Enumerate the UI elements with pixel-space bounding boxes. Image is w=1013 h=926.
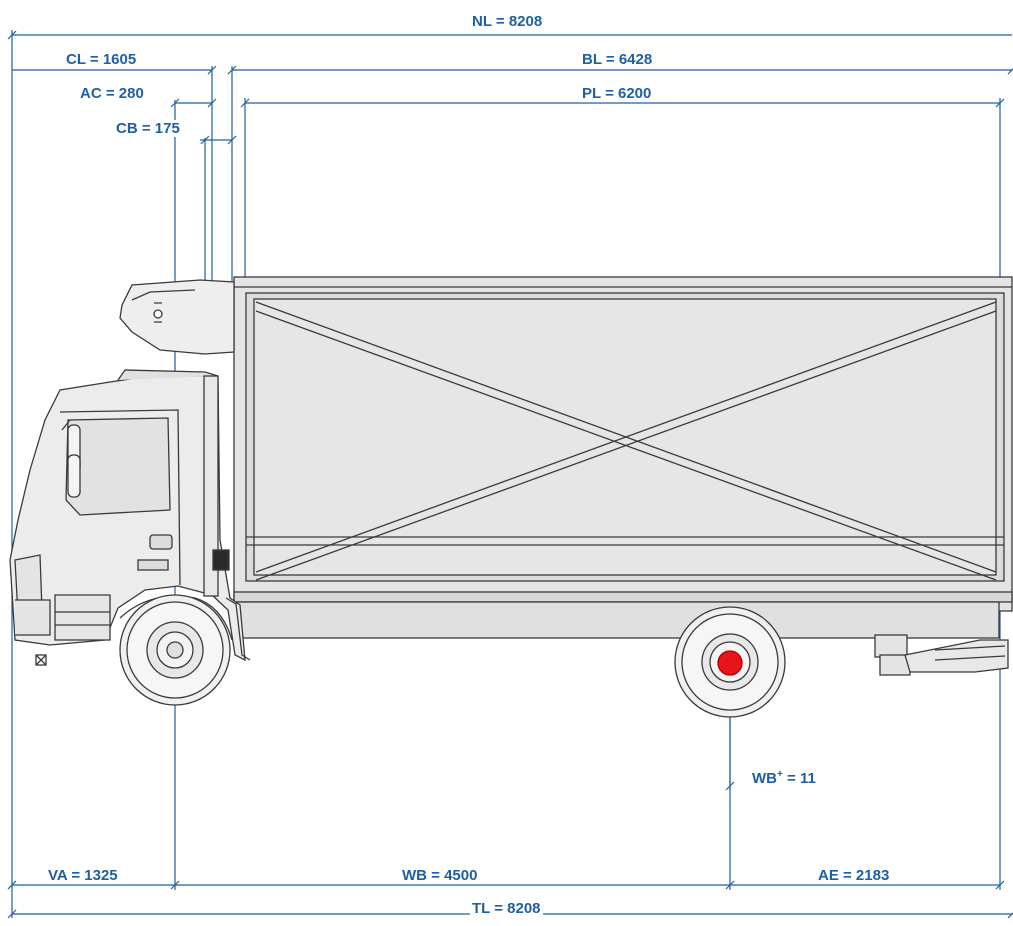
pl-label: PL = 6200 bbox=[580, 85, 654, 102]
va-label: VA = 1325 bbox=[46, 867, 120, 884]
nl-label: NL = 8208 bbox=[470, 13, 545, 30]
cargo-box bbox=[233, 276, 1013, 639]
wb-label: WB = 4500 bbox=[400, 867, 480, 884]
ae-label: AE = 2183 bbox=[816, 867, 892, 884]
ac-label: AC = 280 bbox=[78, 85, 146, 102]
wb-plus-label: WB+ = 11 bbox=[750, 766, 818, 787]
tl-label: TL = 8208 bbox=[470, 900, 543, 917]
bl-label: BL = 6428 bbox=[580, 51, 655, 68]
truck-cab bbox=[9, 369, 251, 666]
tail-light-icon bbox=[212, 549, 230, 571]
rear-chassis bbox=[874, 634, 1009, 676]
rear-wheel bbox=[674, 606, 786, 718]
front-wheel bbox=[119, 594, 231, 706]
dimension-lines bbox=[7, 30, 1013, 919]
refrigeration-unit bbox=[119, 279, 235, 355]
cl-label: CL = 1605 bbox=[64, 51, 139, 68]
cb-label: CB = 175 bbox=[114, 120, 182, 137]
rear-axle-marker bbox=[717, 650, 743, 676]
